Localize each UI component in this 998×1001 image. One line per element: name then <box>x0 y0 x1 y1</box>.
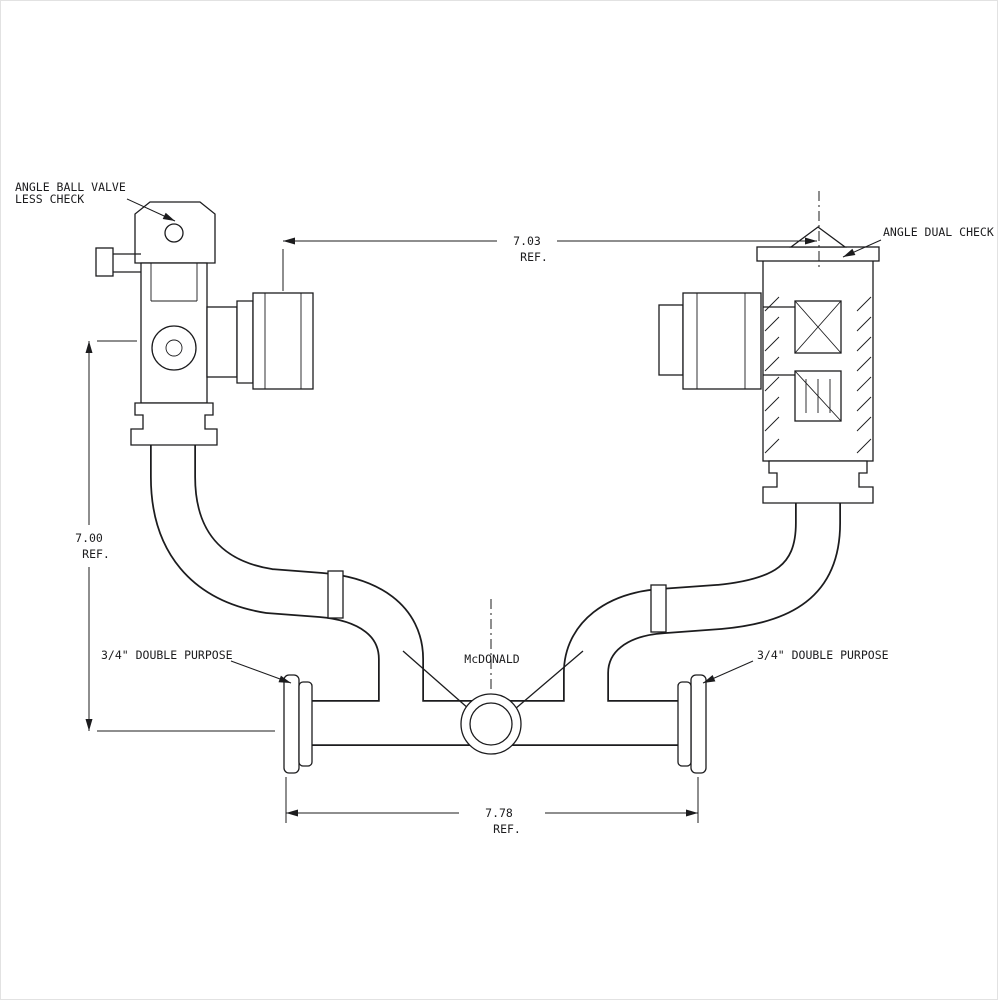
arrowhead <box>283 237 295 245</box>
arrowhead <box>805 237 817 245</box>
bonnet-lines <box>150 263 198 302</box>
dimension-top: 7.03 REF. <box>282 234 817 291</box>
bottom-flange <box>762 460 874 504</box>
upper-check-cartridge <box>794 300 842 354</box>
angle-dual-check-assembly <box>658 191 880 504</box>
dimension-left: 7.00 REF. <box>75 340 275 732</box>
top-cap-dome <box>789 226 847 248</box>
bracket-hole <box>164 223 184 243</box>
angle-ball-valve-label-line1: ANGLE BALL VALVE <box>15 180 126 194</box>
leader-arrowhead <box>843 248 856 257</box>
upper-cartridge-section <box>794 300 842 354</box>
dim-top-value: 7.03 <box>513 234 541 248</box>
dim-top-ref: REF. <box>520 250 548 264</box>
coupling-nut-facets <box>264 293 302 389</box>
inlet-stub-cap <box>95 247 114 277</box>
section-hatching-right-wall <box>856 296 872 454</box>
pipe-yoke <box>150 443 841 774</box>
right-pipe-coupling <box>650 584 667 633</box>
callout-left-double-purpose: 3/4" DOUBLE PURPOSE <box>101 648 292 684</box>
inlet-bore-lines <box>763 306 795 376</box>
right-meter-nut-inner <box>677 681 692 767</box>
arrowhead <box>686 809 698 817</box>
section-hatching-left-wall <box>764 296 780 454</box>
dim-left-ref: REF. <box>82 547 110 561</box>
left-double-purpose-label: 3/4" DOUBLE PURPOSE <box>101 648 233 662</box>
dimension-bottom: 7.78 REF. <box>285 777 699 836</box>
angle-dual-check-label: ANGLE DUAL CHECK <box>883 225 994 239</box>
leader-arrowhead <box>703 675 716 683</box>
outlet-tailpiece <box>236 300 254 384</box>
ball-element <box>151 325 197 371</box>
left-pipe-coupling <box>327 570 344 619</box>
dim-left-value: 7.00 <box>75 531 103 545</box>
dim-bottom-value: 7.78 <box>485 806 513 820</box>
arrowhead <box>286 809 298 817</box>
center-boss-inner <box>469 702 513 746</box>
arrowhead <box>85 341 93 353</box>
leader-arrowhead <box>162 212 175 221</box>
brand-label: McDONALD <box>464 652 519 666</box>
leader-arrowhead <box>278 675 291 683</box>
callout-right-double-purpose: 3/4" DOUBLE PURPOSE <box>702 648 889 684</box>
callout-angle-dual-check: ANGLE DUAL CHECK <box>842 225 994 258</box>
outlet-neck <box>206 306 238 378</box>
angle-ball-valve-label-line2: LESS CHECK <box>15 192 84 206</box>
bottom-flange <box>130 402 218 446</box>
left-meter-nut-outer <box>283 674 300 774</box>
right-meter-nut-outer <box>690 674 707 774</box>
angle-ball-valve-assembly <box>95 201 314 446</box>
check-valve-body <box>762 254 874 462</box>
inlet-tailpiece <box>658 304 684 376</box>
inlet-coupling-nut <box>682 292 762 390</box>
inlet-stub <box>113 253 141 273</box>
inlet-nut-facets <box>696 293 746 389</box>
outlet-coupling-nut <box>252 292 314 390</box>
callout-angle-ball-valve: ANGLE BALL VALVE LESS CHECK <box>15 180 176 222</box>
lower-check-cartridge <box>794 370 842 422</box>
dim-bottom-ref: REF. <box>493 822 521 836</box>
arrowhead <box>85 719 93 731</box>
yoke-web-right <box>514 650 584 710</box>
ball-port <box>165 339 183 357</box>
lower-cartridge-spring <box>794 370 842 422</box>
left-meter-nut-inner <box>298 681 313 767</box>
right-double-purpose-label: 3/4" DOUBLE PURPOSE <box>757 648 889 662</box>
yoke-web-left <box>402 650 470 710</box>
